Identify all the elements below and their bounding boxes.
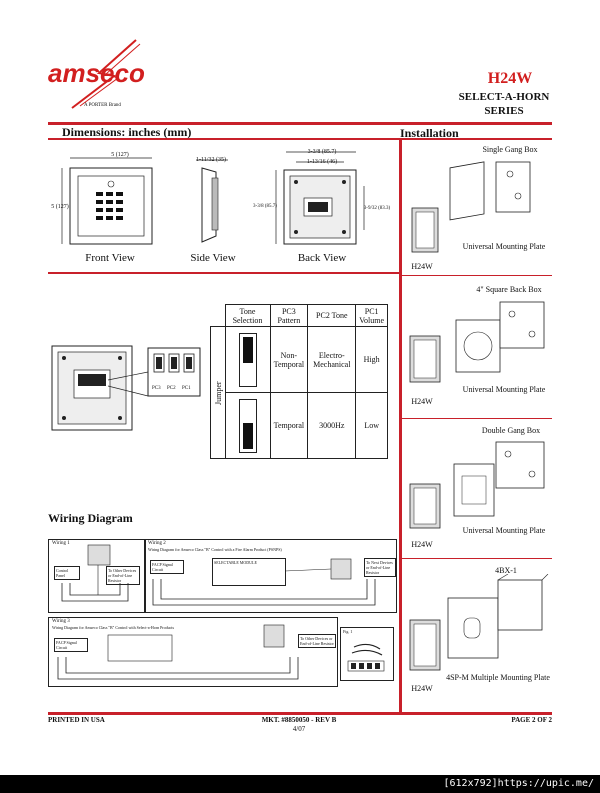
jumper-graphic-2	[224, 392, 271, 459]
series-line1: SELECT-A-HORN	[458, 91, 550, 103]
fig1-box	[340, 627, 394, 681]
dimensions-title: Dimensions: inches (mm)	[62, 125, 192, 139]
wiring-3-title: Wiring 3	[52, 619, 70, 624]
footer-rule	[48, 712, 552, 715]
row1-volume: High	[355, 326, 388, 393]
header-pc1: PC1 Volume	[355, 304, 388, 327]
dimensions-bottom-rule	[48, 272, 399, 274]
install-1-plate: Universal Mounting Plate	[462, 242, 546, 251]
wiring-3-sub: Wiring Diagram for Amseco Class "B" Cont…	[52, 625, 175, 630]
back-view-drawing	[275, 151, 365, 245]
row2-pattern: Temporal	[269, 392, 309, 459]
jumper-device-drawing	[51, 345, 201, 431]
install-2-device: H24W	[411, 397, 433, 406]
front-view-drawing	[61, 157, 153, 245]
wiring-1-left: Control Panel	[54, 566, 80, 580]
fig1-drawing	[347, 643, 385, 672]
install-4-device: H24W	[411, 684, 433, 693]
wiring-3-right: To Other Devices or End-of-Line Resistor	[298, 634, 336, 648]
install-4-box-label: 4BX-1	[495, 566, 517, 575]
installation-title: Installation	[400, 126, 459, 140]
install-2-box-label: 4" Square Back Box	[476, 285, 542, 294]
install-2-plate: Universal Mounting Plate	[462, 385, 546, 394]
front-height-dim: 5 (127)	[51, 204, 69, 210]
back-height1-dim: 3-3/8 (85.7)	[253, 204, 277, 209]
wiring-2-box	[145, 539, 397, 613]
header-tone-selection: Tone Selection	[224, 304, 271, 327]
install-4-drawing	[409, 574, 549, 671]
back-width1-dim: 3-3/8 (85.7)	[307, 149, 337, 155]
install-rule-1	[402, 275, 552, 276]
wiring-1-box	[48, 539, 145, 613]
footer-right: PAGE 2 OF 2	[511, 716, 552, 724]
install-3-box-label: Double Gang Box	[481, 426, 541, 435]
install-3-drawing	[409, 441, 545, 529]
row1-tone: Electro-Mechanical	[307, 326, 357, 393]
wiring-title: Wiring Diagram	[48, 511, 133, 525]
install-1-box-label: Single Gang Box	[482, 145, 538, 154]
watermark-text: [612x792]https://upic.me/	[443, 778, 594, 789]
row1-pattern: Non-Temporal	[269, 326, 309, 393]
porter-brand-text: A PORTER Brand	[84, 103, 121, 108]
install-3-device: H24W	[411, 540, 433, 549]
row2-volume: Low	[355, 392, 388, 459]
wiring-1-lines	[61, 544, 129, 602]
wiring-1-title: Wiring 1	[52, 541, 70, 546]
back-height3-dim: 3-9/32 (83.3)	[363, 206, 391, 211]
install-rule-2	[402, 418, 552, 419]
install-3-plate: Universal Mounting Plate	[462, 526, 546, 535]
side-depth-dim: 1-11/32 (35)	[196, 157, 226, 163]
back-width2-dim: 1-13/16 (46)	[306, 159, 338, 165]
wiring-2-title: Wiring 2	[148, 541, 166, 546]
header-pc2: PC2 Tone	[307, 304, 357, 327]
footer-center: MKT. #8850050 - REV B	[261, 716, 337, 724]
wiring-3-left: FACP Signal Circuit	[54, 638, 88, 652]
footer-date: 4/07	[292, 725, 306, 733]
series-line2: SERIES	[484, 105, 524, 117]
wiring-2-left: FACP Signal Circuit	[150, 560, 184, 574]
jumper-side-label: Jumper	[210, 326, 225, 459]
pin-label-pc2: PC2	[167, 386, 176, 391]
header-rule	[48, 122, 552, 125]
section-rule	[48, 138, 552, 140]
install-4-plate: 4SP-M Multiple Mounting Plate	[446, 673, 550, 682]
wiring-3-lines	[57, 624, 299, 680]
install-2-drawing	[409, 301, 545, 383]
wiring-1-right: To Other Devices or End-of-Line Resistor	[106, 566, 140, 585]
model-title: H24W	[487, 70, 533, 87]
amseco-logo: amseco	[44, 38, 154, 110]
watermark-bar	[0, 775, 600, 793]
jumper-graphic-1	[224, 326, 271, 393]
svg-text:amseco: amseco	[48, 58, 145, 88]
wiring-2-sub: Wiring Diagram for Amseco Class "B" Cont…	[148, 547, 282, 552]
wiring-3-box	[48, 617, 338, 687]
pin-label-pc1: PC1	[182, 386, 191, 391]
wiring-2-module: SELECTABLE MODULE	[212, 558, 286, 586]
install-1-device: H24W	[411, 262, 433, 271]
install-1-drawing	[411, 161, 531, 253]
column-divider	[399, 138, 402, 713]
jumper-table: Tone Selection PC3 Pattern PC2 Tone PC1 …	[210, 304, 388, 459]
wiring-2-lines	[152, 558, 376, 606]
side-view-drawing	[196, 159, 228, 243]
fig1-label: Fig. 1	[343, 629, 353, 634]
pin-label-pc3: PC3	[152, 386, 161, 391]
wiring-2-right: To Next Devices or End-of-Line Resistor	[364, 558, 396, 577]
front-width-dim: 5 (127)	[111, 152, 129, 158]
side-view-caption: Side View	[190, 252, 236, 264]
front-view-caption: Front View	[85, 252, 135, 264]
header-pc3: PC3 Pattern	[269, 304, 309, 327]
install-rule-3	[402, 558, 552, 559]
row2-tone: 3000Hz	[307, 392, 357, 459]
footer-left: PRINTED IN USA	[48, 716, 105, 724]
back-view-caption: Back View	[297, 252, 347, 264]
